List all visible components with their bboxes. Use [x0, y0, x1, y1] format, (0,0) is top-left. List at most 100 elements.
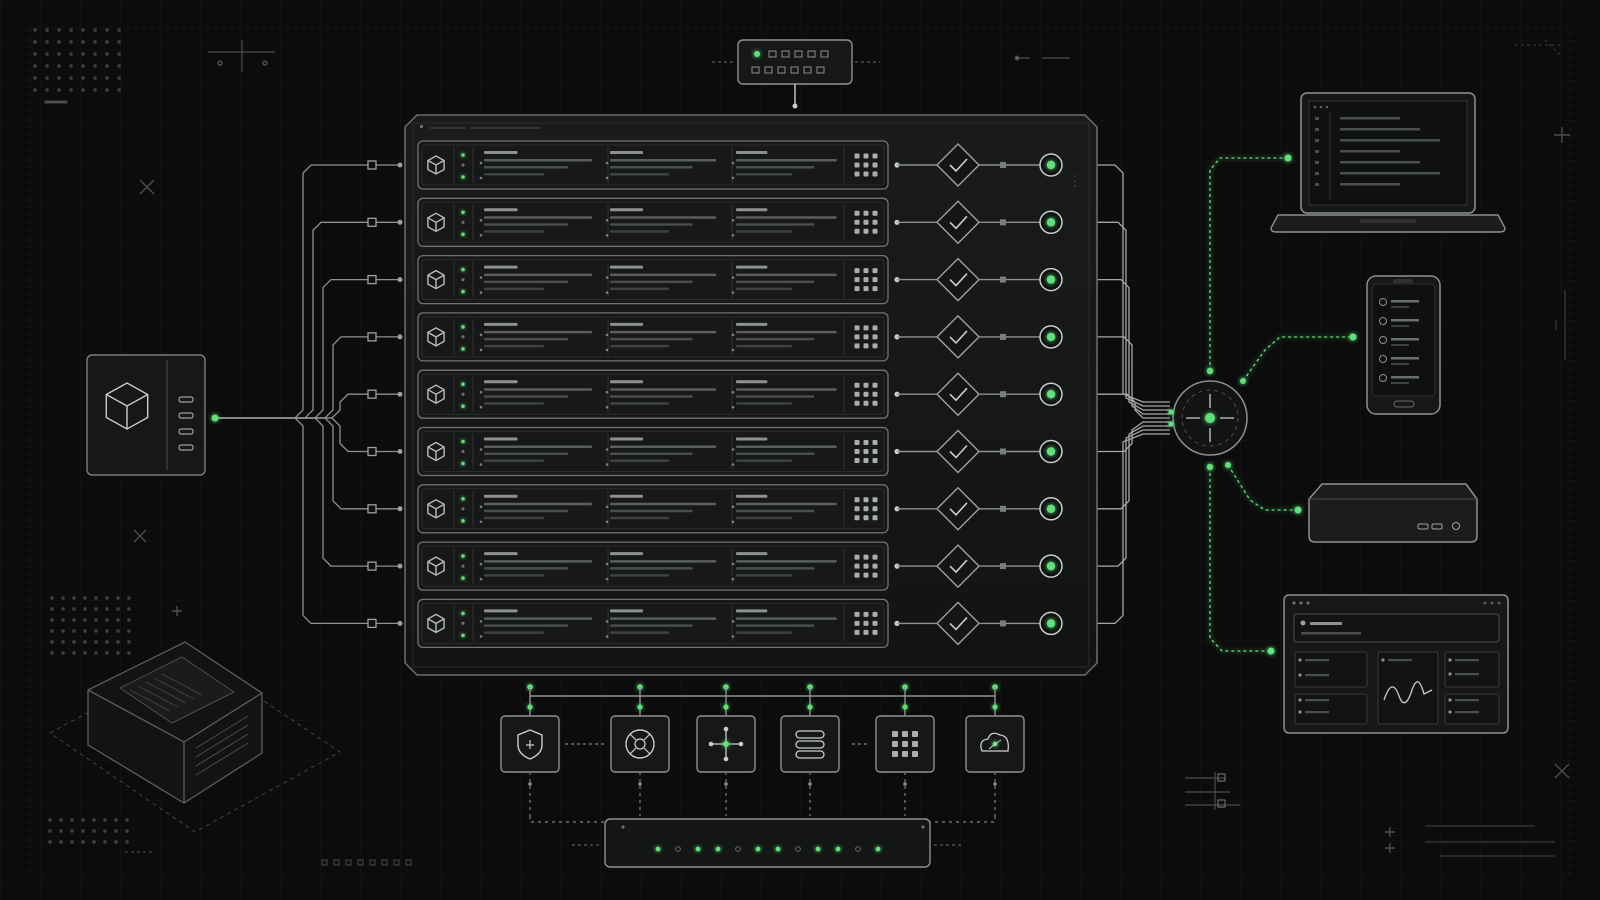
input-port[interactable]: [367, 332, 377, 342]
port-dot: [397, 620, 403, 626]
dashboard-window[interactable]: [1283, 594, 1509, 734]
dot-matrix-top-left: [33, 28, 121, 92]
source-node[interactable]: [86, 354, 219, 476]
deco-square: [357, 859, 364, 866]
skeleton-line: [610, 395, 693, 398]
deco-connector-glyph: [1185, 772, 1240, 810]
row-cell: [479, 494, 592, 524]
phone-list-skeleton: [1391, 382, 1409, 384]
port-dot: [808, 782, 812, 786]
table-row[interactable]: [367, 197, 1063, 247]
input-port[interactable]: [367, 446, 377, 457]
status-dot-dim: [461, 335, 465, 339]
service-node[interactable]: [500, 684, 560, 816]
phone-device[interactable]: [1366, 275, 1441, 415]
input-port[interactable]: [367, 504, 377, 514]
deco-square: [405, 859, 412, 866]
port-dot: [397, 563, 403, 569]
client-port-dot: [1267, 647, 1275, 655]
deco-square: [393, 859, 400, 866]
connector-pin: [820, 50, 829, 58]
row-card[interactable]: [417, 541, 889, 591]
service-node[interactable]: [610, 684, 670, 816]
connector-line: [1062, 278, 1170, 411]
service-node[interactable]: [875, 684, 935, 816]
sidebar-skeleton: [1315, 150, 1319, 153]
mini-pc-power-icon: [1452, 522, 1460, 530]
skeleton-title: [484, 265, 518, 269]
input-port[interactable]: [367, 618, 377, 629]
check-diamond-icon: [936, 143, 980, 187]
input-port[interactable]: [367, 561, 377, 571]
service-node[interactable]: [780, 684, 840, 816]
status-dot: [461, 497, 465, 501]
status-dot: [461, 611, 465, 616]
status-dot-dim: [461, 564, 465, 568]
mini-pc-port: [1431, 523, 1443, 530]
input-port[interactable]: [367, 274, 377, 285]
card-skeleton: [1455, 699, 1479, 702]
top-connector[interactable]: [712, 39, 880, 109]
grid-icon: [854, 325, 878, 349]
row-cell: [479, 552, 592, 581]
connector-pin: [764, 66, 773, 74]
status-dot: [461, 461, 465, 466]
row-card[interactable]: [417, 254, 889, 305]
skeleton-line: [736, 516, 792, 520]
skeleton-line: [736, 502, 837, 506]
status-dot-dim: [461, 163, 465, 167]
bottom-bar[interactable]: [529, 816, 996, 868]
row-cell: [605, 552, 717, 581]
cloud-network-icon: [980, 732, 1009, 752]
bar-indicator: [655, 846, 661, 852]
skeleton-line: [736, 574, 792, 577]
skeleton-line: [610, 459, 669, 462]
input-port[interactable]: [367, 160, 377, 170]
table-row[interactable]: [367, 254, 1063, 305]
service-node[interactable]: [965, 684, 1025, 816]
deco-square: [381, 859, 388, 866]
card-bullet: [1448, 658, 1452, 662]
skeleton-title: [736, 609, 768, 613]
input-port[interactable]: [367, 217, 377, 227]
card-bullet: [1298, 710, 1302, 714]
iso-ground-plane: [48, 654, 342, 833]
skeleton-title: [484, 437, 518, 441]
row-card[interactable]: [417, 598, 889, 649]
row-card[interactable]: [417, 197, 889, 247]
table-row[interactable]: [367, 140, 1063, 190]
row-card[interactable]: [417, 484, 889, 534]
service-node[interactable]: [696, 684, 756, 816]
row-card[interactable]: [417, 369, 889, 419]
card-skeleton: [1455, 711, 1479, 714]
skeleton-title: [736, 265, 768, 269]
table-row[interactable]: [367, 541, 1063, 591]
status-dot: [461, 633, 465, 638]
deco-tick: [1555, 290, 1566, 360]
table-row[interactable]: [367, 369, 1063, 419]
row-cell: [731, 552, 837, 581]
phone-list-skeleton: [1391, 306, 1409, 308]
hub-node[interactable]: [1168, 380, 1248, 456]
table-row[interactable]: [367, 312, 1063, 362]
iso-side-line: [195, 724, 249, 758]
plus-mark-icon: [1385, 843, 1395, 853]
row-card[interactable]: [417, 312, 889, 362]
laptop-base: [1270, 214, 1506, 233]
port-dot: [528, 782, 532, 786]
table-row[interactable]: [367, 426, 1063, 477]
laptop-device[interactable]: [1270, 92, 1506, 233]
status-dot: [1046, 447, 1056, 456]
deco-square: [369, 859, 376, 866]
cube-icon: [427, 384, 445, 405]
table-row[interactable]: [367, 598, 1063, 649]
table-row[interactable]: [367, 484, 1063, 534]
row-card[interactable]: [417, 140, 889, 190]
skeleton-line: [736, 445, 837, 448]
input-port[interactable]: [367, 389, 377, 399]
skeleton-title: [736, 552, 768, 556]
mini-pc-device[interactable]: [1308, 483, 1478, 543]
row-card[interactable]: [417, 426, 889, 477]
check-diamond-icon: [936, 257, 980, 302]
skeleton-line: [736, 395, 815, 398]
